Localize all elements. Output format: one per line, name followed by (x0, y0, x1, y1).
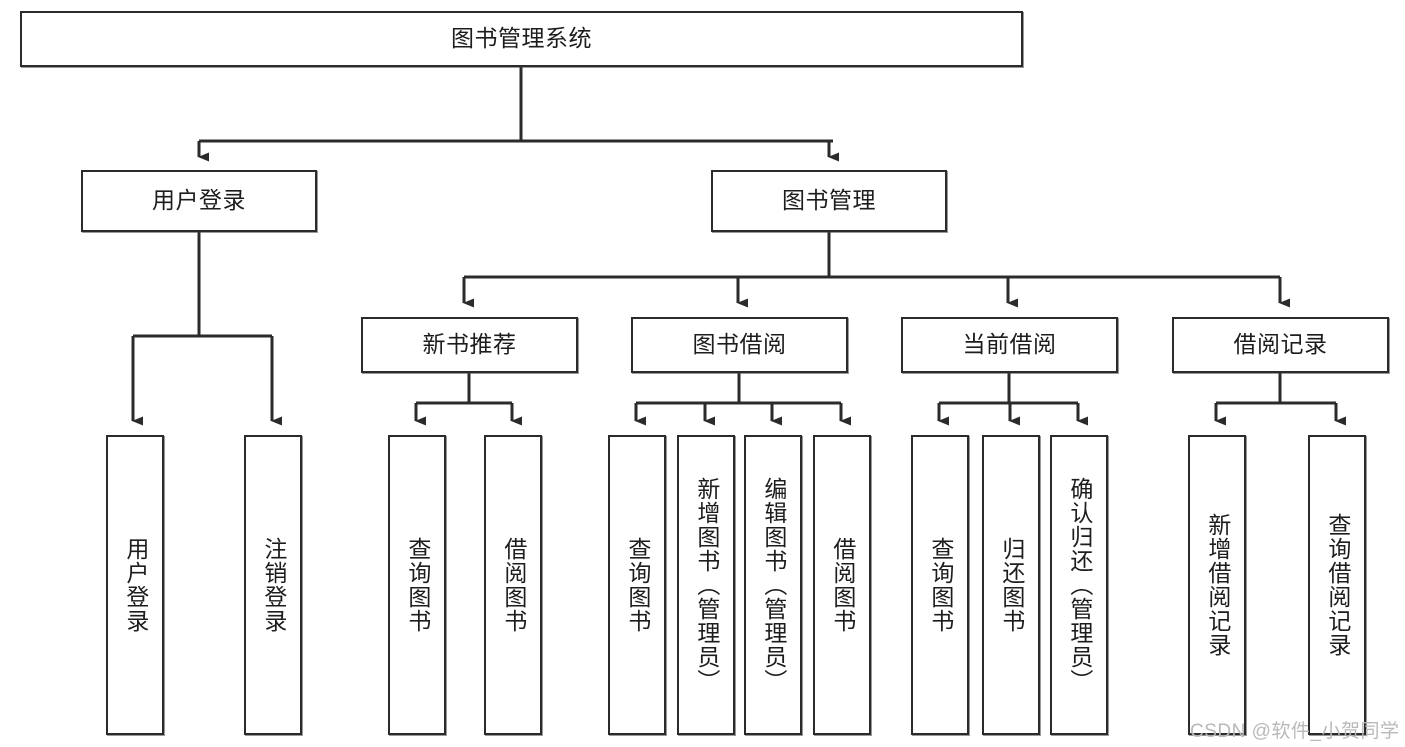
node-label: 新增图书（管理员） (693, 477, 720, 693)
node-borrow-record[interactable]: 借阅记录 (1172, 317, 1389, 373)
node-current-borrow[interactable]: 当前借阅 (901, 317, 1118, 373)
node-leaf-user-login[interactable]: 用户登录 (106, 435, 164, 735)
node-label: 借阅图书 (500, 537, 527, 633)
node-leaf-logout[interactable]: 注销登录 (244, 435, 302, 735)
node-leaf-add-book[interactable]: 新增图书（管理员） (677, 435, 735, 735)
node-label: 新增借阅记录 (1204, 513, 1231, 657)
node-label: 用户登录 (122, 537, 149, 633)
node-label: 查询图书 (624, 537, 651, 633)
node-label: 编辑图书（管理员） (760, 477, 787, 693)
node-label: 图书借阅 (692, 331, 787, 358)
node-label: 查询图书 (927, 537, 954, 633)
node-label: 用户登录 (152, 187, 246, 214)
watermark-text: CSDN @软件_小贺同学 (1190, 721, 1400, 742)
node-book-manage[interactable]: 图书管理 (711, 170, 947, 232)
node-root-system[interactable]: 图书管理系统 (20, 11, 1023, 67)
node-leaf-confirm-return[interactable]: 确认归还（管理员） (1050, 435, 1108, 735)
node-leaf-borrow-book-2[interactable]: 借阅图书 (813, 435, 871, 735)
node-user-login[interactable]: 用户登录 (81, 170, 317, 232)
node-label: 查询借阅记录 (1324, 513, 1351, 657)
node-leaf-return-book[interactable]: 归还图书 (982, 435, 1040, 735)
node-leaf-borrow-book-1[interactable]: 借阅图书 (484, 435, 542, 735)
node-leaf-query-record[interactable]: 查询借阅记录 (1308, 435, 1366, 735)
node-leaf-query-book-3[interactable]: 查询图书 (911, 435, 969, 735)
node-label: 当前借阅 (962, 331, 1057, 358)
node-label: 确认归还（管理员） (1066, 477, 1093, 693)
node-label: 图书管理系统 (451, 25, 592, 52)
node-new-book-recommend[interactable]: 新书推荐 (361, 317, 578, 373)
node-label: 查询图书 (404, 537, 431, 633)
node-leaf-query-book-2[interactable]: 查询图书 (608, 435, 666, 735)
node-label: 归还图书 (998, 537, 1025, 633)
node-leaf-query-book-1[interactable]: 查询图书 (388, 435, 446, 735)
node-leaf-edit-book[interactable]: 编辑图书（管理员） (744, 435, 802, 735)
node-label: 借阅记录 (1233, 331, 1328, 358)
node-leaf-add-record[interactable]: 新增借阅记录 (1188, 435, 1246, 735)
node-book-borrow[interactable]: 图书借阅 (631, 317, 848, 373)
node-label: 新书推荐 (422, 331, 517, 358)
node-label: 注销登录 (260, 537, 287, 633)
node-label: 借阅图书 (829, 537, 856, 633)
node-label: 图书管理 (782, 187, 876, 214)
